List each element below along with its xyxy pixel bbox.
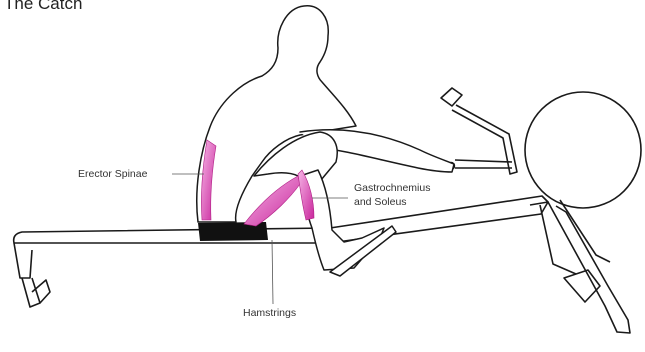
front-supports <box>530 200 630 333</box>
hamstrings-muscle <box>244 176 300 226</box>
diagram-title: The Catch <box>4 0 82 14</box>
label-erector-spinae: Erector Spinae <box>78 168 147 181</box>
rail <box>14 196 548 307</box>
flywheel <box>525 92 641 208</box>
label-hamstrings: Hamstrings <box>243 307 296 320</box>
label-gastrocnemius: Gastrochnemius <box>354 182 430 195</box>
handle-arm <box>441 88 517 174</box>
label-soleus: and Soleus <box>354 196 407 209</box>
